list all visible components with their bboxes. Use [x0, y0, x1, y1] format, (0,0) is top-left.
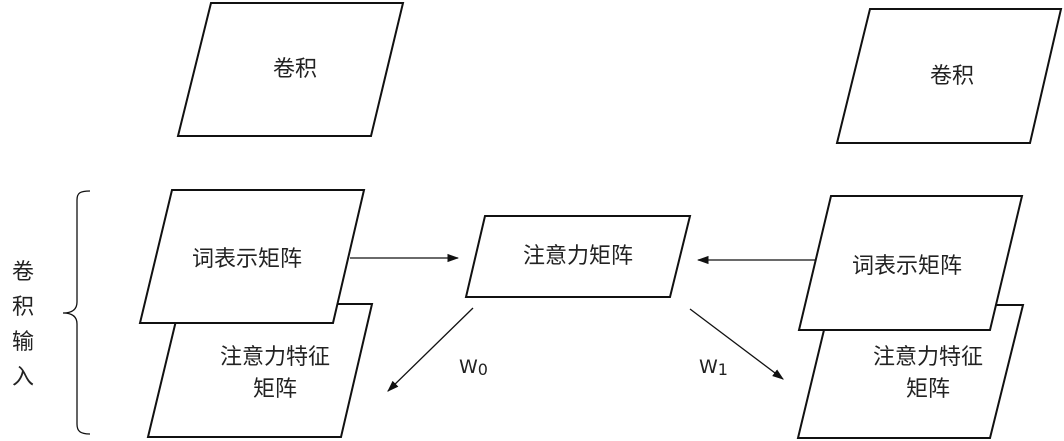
right-attention-feature-label-line2: 矩阵 — [905, 377, 950, 402]
right-attention-feature-label-line1: 注意力特征 — [872, 345, 983, 370]
right-conv-label: 卷积 — [929, 64, 974, 89]
bracket-char: 输 — [11, 330, 34, 355]
bracket-char: 入 — [11, 365, 34, 390]
weight-w1-label: W1 — [699, 356, 728, 379]
bracket-char: 积 — [11, 295, 34, 320]
left-attention-feature-label-line2: 矩阵 — [252, 377, 297, 402]
weight-w0-sub: 0 — [477, 360, 488, 379]
arrow-attention-to-left-feature — [387, 307, 474, 392]
weight-w0-label: W0 — [459, 356, 488, 379]
left-word-matrix-label: 词表示矩阵 — [191, 247, 302, 272]
left-attention-feature-label-line1: 注意力特征 — [219, 345, 330, 370]
weight-w0-base: W — [459, 356, 478, 378]
attention-matrix-label: 注意力矩阵 — [522, 244, 633, 269]
left-conv-label: 卷积 — [272, 57, 317, 82]
weight-w1-base: W — [699, 356, 718, 378]
left-word-matrix-shape — [138, 189, 366, 324]
input-curly-brace — [62, 190, 91, 435]
convolution-input-label: 卷 积 输 入 — [8, 255, 38, 395]
left-conv-shape — [176, 1, 405, 137]
arrow-attention-to-right-feature — [689, 308, 784, 380]
weight-w1-sub: 1 — [717, 360, 728, 379]
right-conv-shape — [835, 8, 1063, 144]
right-word-matrix-label: 词表示矩阵 — [851, 254, 962, 279]
bracket-char: 卷 — [11, 260, 34, 285]
attention-matrix-shape — [464, 215, 692, 298]
right-word-matrix-shape — [797, 195, 1024, 331]
